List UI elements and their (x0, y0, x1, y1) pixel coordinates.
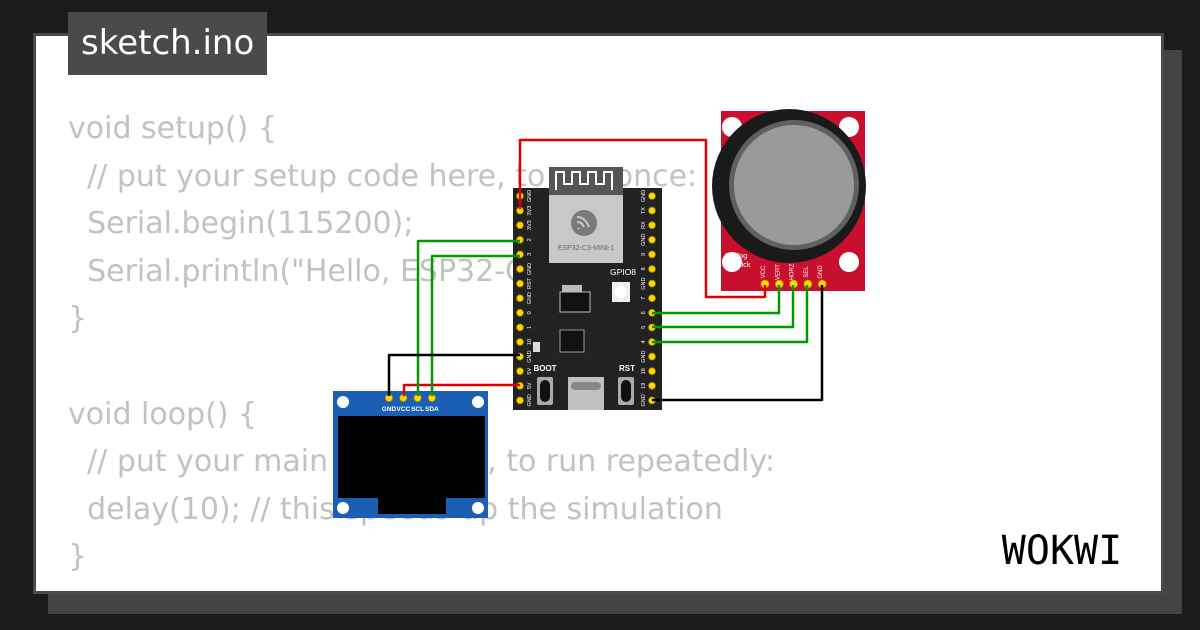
wire-sel (652, 285, 809, 344)
esp-pin-left[interactable] (516, 294, 524, 303)
oled-pin-label: SCL (411, 406, 424, 413)
esp-pin-left[interactable] (516, 308, 524, 317)
esp-pin-label: 19 (641, 383, 647, 389)
esp-pin-right[interactable] (648, 381, 656, 390)
esp-pin-left[interactable] (516, 338, 524, 346)
esp-pin-label: 1 (527, 326, 533, 329)
code-line: } (68, 301, 88, 337)
wire-vert (652, 285, 781, 315)
joystick-pin-label: HORZ (790, 263, 796, 280)
esp-pin-label: GND (527, 394, 533, 406)
joystick-label-1: Analog (724, 251, 747, 260)
esp-pin-label: 5V (527, 368, 533, 375)
esp-pin-label: GND (641, 394, 647, 406)
esp-pin-label: 10 (527, 339, 533, 345)
wire-sda (416, 239, 520, 396)
esp-pin-label: 4 (641, 340, 647, 343)
rst-label: RST (619, 364, 635, 373)
esp-pin-label: RX (641, 221, 647, 229)
esp-pin-label: GND (527, 292, 533, 304)
esp-pin-label: GND (527, 263, 533, 275)
esp-pin-label: 18 (641, 368, 647, 374)
module-label: ESP32-C3-MINI-1 (558, 245, 615, 252)
code-line: void loop() { (68, 396, 258, 432)
wokwi-logo-text: WOKWI (1002, 528, 1122, 574)
esp-pin-label: GND (527, 350, 533, 362)
esp-pin-label: GND (641, 277, 647, 289)
code-line: Serial.begin(115200); (68, 206, 414, 242)
esp-pin-label: 0 (527, 311, 533, 314)
esp32-c3-board[interactable]: ESP32-C3-MINI-1 GPIO8 BOOT RST GND 3V3 3V3… (513, 167, 662, 410)
esp-pin-left[interactable] (516, 279, 524, 288)
esp-pin-label: 7 (641, 297, 647, 300)
wire-horz (652, 285, 795, 329)
esp-pin-right[interactable] (648, 236, 656, 244)
esp-pin-label: GND (527, 190, 533, 202)
chip (559, 329, 585, 353)
esp-pin-right[interactable] (648, 367, 656, 376)
esp-pin-right[interactable] (648, 352, 656, 361)
esp-pin-label: 3 (527, 253, 533, 256)
esp-pin-label: 9 (641, 253, 647, 256)
oled-pin-label: VCC (396, 406, 410, 413)
esp-pin-label: 5V (527, 382, 533, 389)
esp-pin-left[interactable] (516, 265, 524, 273)
wokwi-logo: WOKWI (1002, 528, 1122, 574)
esp-pin-label: 3V3 (527, 220, 533, 230)
wire-vcc (518, 138, 767, 299)
esp-pin-left[interactable] (516, 221, 524, 230)
esp-pin-label: RST (527, 277, 533, 289)
joystick-pin-label: GND (818, 265, 824, 279)
wires (387, 138, 824, 402)
joystick-pin-label: VERT (775, 264, 781, 280)
esp-pin-right[interactable] (648, 221, 656, 230)
wire-joy-gnd (652, 285, 824, 402)
esp-pin-label: GND (641, 190, 647, 202)
esp-pin-label: 2 (527, 238, 533, 241)
joystick-pin-label: SEL (804, 266, 810, 278)
code-line: } (68, 539, 88, 575)
esp-pin-right[interactable] (648, 279, 656, 288)
gpio8-label: GPIO8 (610, 267, 636, 277)
esp-pin-left[interactable] (516, 323, 524, 332)
esp-pin-label: GND (641, 234, 647, 246)
code-line: // put your setup code here, to run once… (68, 158, 698, 194)
esp-pin-left[interactable] (516, 396, 524, 405)
esp-pin-label: 3V3 (527, 206, 533, 216)
usb-port (568, 377, 604, 410)
code-line: void setup() { (68, 111, 277, 146)
esp-pin-right[interactable] (648, 192, 656, 200)
file-tab[interactable]: sketch.ino (68, 12, 268, 75)
esp-pin-left[interactable] (516, 367, 524, 376)
analog-joystick[interactable]: Analog Joystick VCC VERT HORZ SEL GND (712, 109, 866, 291)
esp-pin-right[interactable] (648, 250, 656, 259)
boot-label: BOOT (533, 364, 556, 373)
wire-scl (430, 254, 520, 396)
esp-pin-right[interactable] (648, 265, 656, 273)
wire-oled-gnd (387, 353, 520, 396)
esp-pin-label: 8 (641, 267, 647, 270)
esp-pin-label: 5 (641, 326, 647, 329)
joystick-pin-label: VCC (761, 265, 767, 278)
wire-oled-vcc (402, 383, 520, 396)
esp-pin-label: GND (641, 350, 647, 362)
esp-pin-right[interactable] (648, 294, 656, 303)
oled-screen (338, 416, 485, 498)
esp-pin-right[interactable] (648, 206, 656, 215)
oled-pin-label: SDA (425, 406, 439, 413)
joystick-label-2: Joystick (724, 260, 751, 269)
esp-pin-label: 6 (641, 311, 647, 314)
oled-pin-label: GND (382, 406, 397, 413)
espressif-logo-icon (571, 210, 597, 236)
esp-pin-label: TX (641, 207, 647, 214)
